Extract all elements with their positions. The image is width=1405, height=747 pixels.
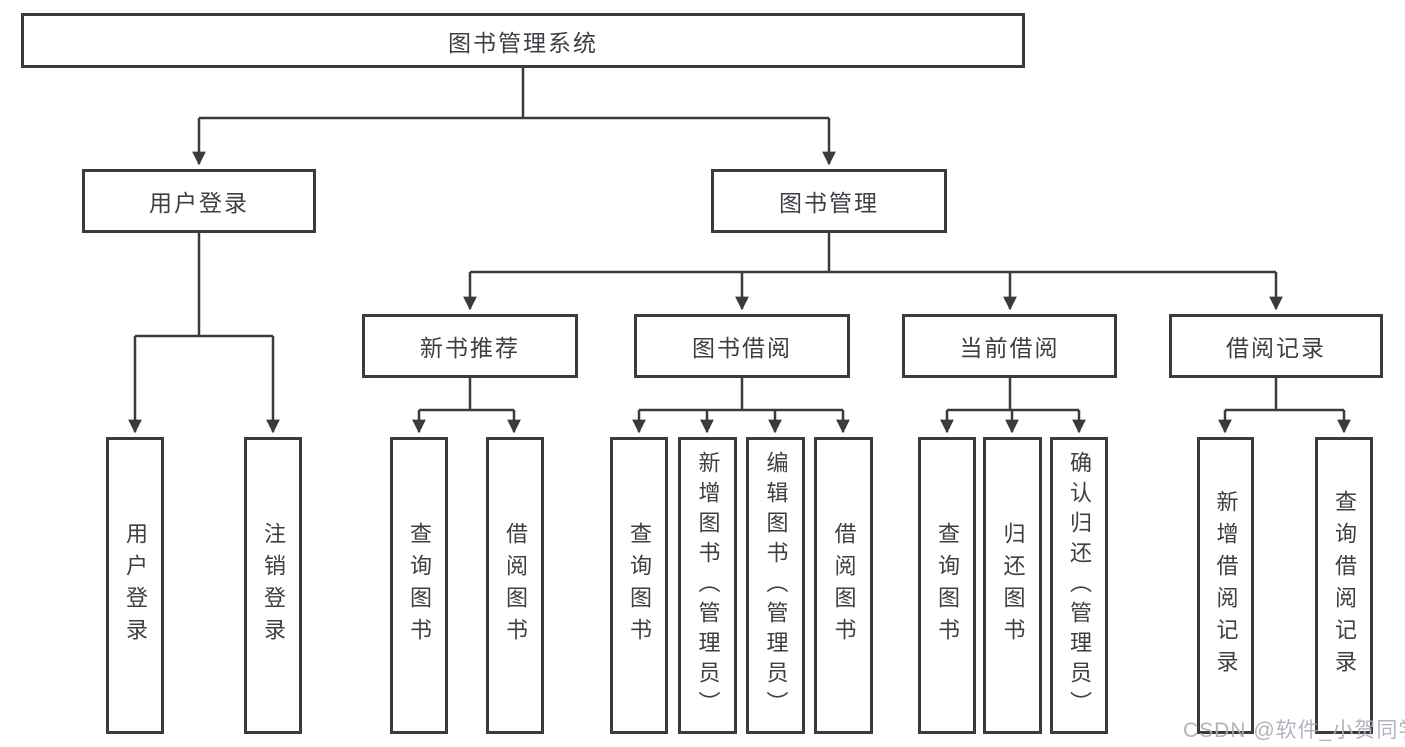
leaf-bb-query-book: 查询图书: [610, 437, 668, 734]
csdn-watermark: CSDN @软件_小贺同学: [1183, 719, 1405, 742]
node-current-borrow: 当前借阅: [902, 314, 1117, 378]
leaf-bb-edit-book-admin: 编辑图书（管理员）: [746, 437, 805, 734]
node-label: 借阅图书: [831, 521, 857, 650]
node-label: 借阅图书: [503, 521, 528, 650]
leaf-br-query-record: 查询借阅记录: [1315, 437, 1373, 734]
leaf-bb-add-book-admin: 新增图书（管理员）: [678, 437, 737, 734]
leaf-nbr-query-book: 查询图书: [390, 437, 448, 734]
node-label: 编辑图书（管理员）: [763, 450, 789, 721]
node-user-login: 用户登录: [82, 169, 316, 233]
node-label: 新增图书（管理员）: [695, 450, 721, 721]
node-label: 用户登录: [149, 190, 249, 216]
node-label: 图书管理: [779, 190, 879, 216]
node-book-management: 图书管理: [711, 169, 947, 233]
node-label: 图书借阅: [692, 335, 792, 361]
node-borrow-record: 借阅记录: [1169, 314, 1383, 378]
node-label: 新书推荐: [420, 335, 520, 361]
node-book-borrow: 图书借阅: [634, 314, 850, 378]
node-label: 图书管理系统: [448, 29, 598, 56]
node-label: 确认归还（管理员）: [1067, 450, 1092, 721]
node-label: 归还图书: [1000, 521, 1026, 650]
node-library-management-system: 图书管理系统: [21, 13, 1025, 68]
node-label: 查询图书: [935, 521, 960, 650]
node-label: 注销登录: [261, 521, 286, 650]
leaf-br-add-record: 新增借阅记录: [1197, 437, 1254, 734]
node-label: 查询图书: [407, 521, 432, 650]
node-new-book-recommend: 新书推荐: [362, 314, 578, 378]
node-label: 借阅记录: [1226, 335, 1326, 361]
leaf-nbr-borrow-book: 借阅图书: [486, 437, 544, 734]
leaf-user-login: 用户登录: [106, 437, 164, 734]
leaf-cb-confirm-return-admin: 确认归还（管理员）: [1050, 437, 1108, 734]
node-label: 新增借阅记录: [1213, 489, 1239, 682]
node-label: 当前借阅: [959, 335, 1060, 361]
leaf-cb-return-book: 归还图书: [983, 437, 1042, 734]
node-label: 用户登录: [123, 521, 148, 650]
leaf-cb-query-book: 查询图书: [918, 437, 976, 734]
leaf-logout: 注销登录: [244, 437, 302, 734]
node-label: 查询图书: [627, 521, 652, 650]
node-label: 查询借阅记录: [1332, 489, 1357, 682]
leaf-bb-borrow-book: 借阅图书: [814, 437, 873, 734]
